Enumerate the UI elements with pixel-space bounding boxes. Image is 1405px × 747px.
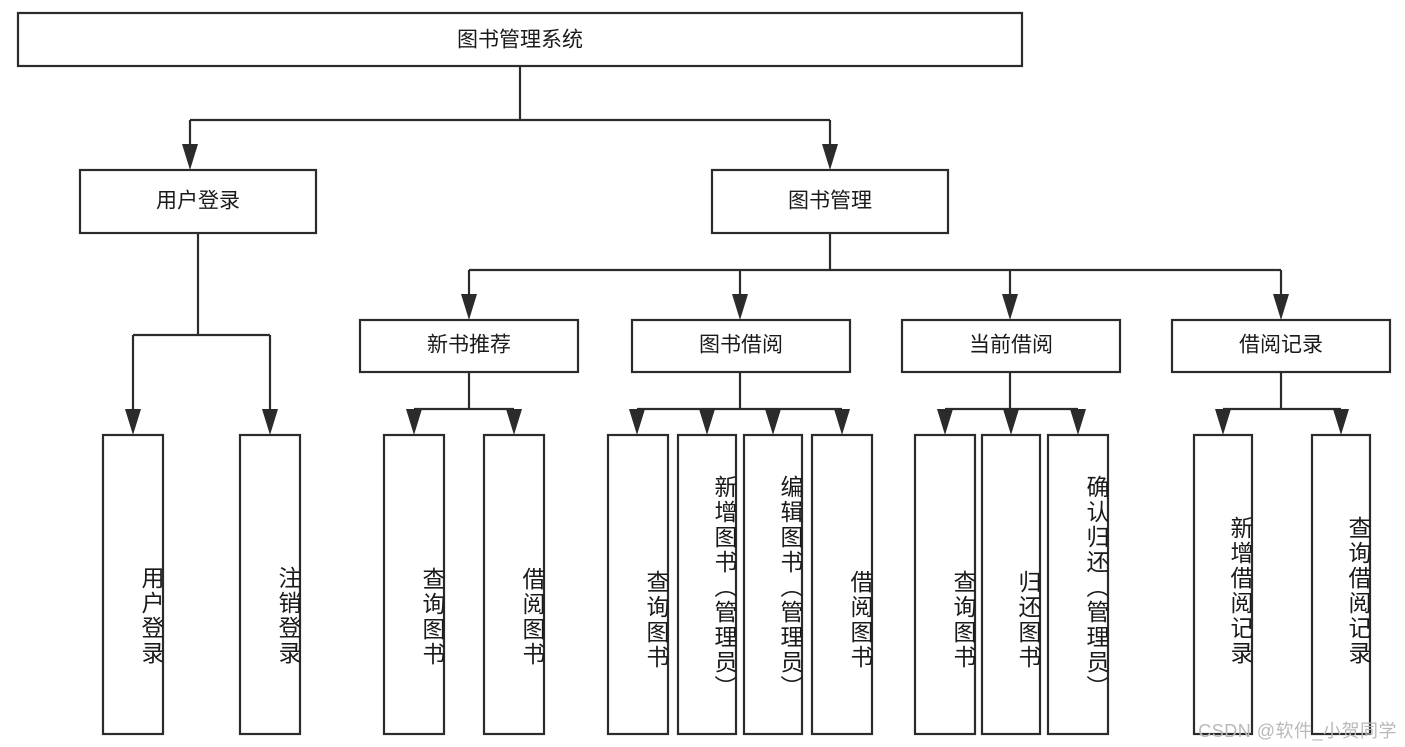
arrow-head-leaf-borrow-book-1 bbox=[506, 409, 522, 435]
connector-userlogin-to-leaves bbox=[125, 233, 278, 435]
arrow-head-leaf-borrow-book-2 bbox=[834, 409, 850, 435]
connector-bookmgmt-to-level2 bbox=[461, 233, 1289, 320]
node-root[interactable]: 图书管理系统 bbox=[16, 11, 1024, 68]
node-leaf-borrow-book-1-box[interactable] bbox=[482, 433, 546, 736]
node-book-management-label: 图书管理 bbox=[788, 190, 872, 213]
node-leaf-edit-book-box[interactable] bbox=[742, 433, 804, 736]
arrow-head-leaf-return-book bbox=[1003, 409, 1019, 435]
arrow-head-current-borrow bbox=[1002, 294, 1018, 320]
node-borrow-record-label: 借阅记录 bbox=[1239, 334, 1323, 357]
arrow-head-leaf-query-book-1 bbox=[406, 409, 422, 435]
node-new-book-recommend-label: 新书推荐 bbox=[427, 334, 511, 357]
arrow-head-borrow-record bbox=[1273, 294, 1289, 320]
arrow-head-new-book-recommend bbox=[461, 294, 477, 320]
arrow-head-leaf-confirm-return bbox=[1070, 409, 1086, 435]
watermark-csdn: CSDN @软件_小贺同学 bbox=[1198, 721, 1397, 741]
arrow-head-leaf-user-login bbox=[125, 409, 141, 435]
node-book-management-box[interactable] bbox=[710, 168, 950, 235]
node-current-borrow-label: 当前借阅 bbox=[969, 334, 1053, 357]
node-root-box[interactable] bbox=[16, 11, 1024, 68]
arrow-head-leaf-logout-login bbox=[262, 409, 278, 435]
arrow-head-book-management bbox=[822, 144, 838, 170]
node-borrow-record[interactable]: 借阅记录 bbox=[1170, 318, 1392, 374]
node-leaf-add-book-box[interactable] bbox=[676, 433, 738, 736]
node-leaf-borrow-book-2-box[interactable] bbox=[810, 433, 874, 736]
node-book-borrow-box[interactable] bbox=[630, 318, 852, 374]
arrow-head-leaf-query-book-2 bbox=[629, 409, 645, 435]
connector-newbook-to-leaves bbox=[406, 372, 522, 435]
arrow-head-leaf-query-book-3 bbox=[937, 409, 953, 435]
connector-root-to-level1 bbox=[182, 66, 838, 170]
node-book-borrow[interactable]: 图书借阅 bbox=[630, 318, 852, 374]
node-user-login-box[interactable] bbox=[78, 168, 318, 235]
node-leaf-user-login-box[interactable] bbox=[101, 433, 165, 736]
node-leaf-query-book-1-box[interactable] bbox=[382, 433, 446, 736]
node-leaf-logout-login-box[interactable] bbox=[238, 433, 302, 736]
connector-borrowrecord-to-leaves bbox=[1215, 372, 1349, 435]
arrow-head-leaf-add-record bbox=[1215, 409, 1231, 435]
node-new-book-recommend[interactable]: 新书推荐 bbox=[358, 318, 580, 374]
node-leaf-return-book-box[interactable] bbox=[980, 433, 1042, 736]
node-current-borrow-box[interactable] bbox=[900, 318, 1122, 374]
node-leaf-query-book-3-box[interactable] bbox=[913, 433, 977, 736]
node-leaf-query-record-box[interactable] bbox=[1310, 433, 1372, 736]
connector-currentborrow-to-leaves bbox=[937, 372, 1086, 435]
node-user-login[interactable]: 用户登录 bbox=[78, 168, 318, 235]
node-new-book-recommend-box[interactable] bbox=[358, 318, 580, 374]
node-book-borrow-label: 图书借阅 bbox=[699, 334, 783, 357]
node-leaf-query-book-2-box[interactable] bbox=[606, 433, 670, 736]
arrow-head-book-borrow bbox=[732, 294, 748, 320]
node-leaf-add-record-box[interactable] bbox=[1192, 433, 1254, 736]
connector-bookborrow-to-leaves bbox=[629, 372, 850, 435]
node-book-management[interactable]: 图书管理 bbox=[710, 168, 950, 235]
arrow-head-user-login bbox=[182, 144, 198, 170]
node-current-borrow[interactable]: 当前借阅 bbox=[900, 318, 1122, 374]
arrow-head-leaf-edit-book bbox=[765, 409, 781, 435]
node-root-label: 图书管理系统 bbox=[457, 29, 583, 52]
arrow-head-leaf-query-record bbox=[1333, 409, 1349, 435]
node-leaf-confirm-return-box[interactable] bbox=[1046, 433, 1110, 736]
arrow-head-leaf-add-book bbox=[699, 409, 715, 435]
node-borrow-record-box[interactable] bbox=[1170, 318, 1392, 374]
node-user-login-label: 用户登录 bbox=[156, 190, 240, 213]
